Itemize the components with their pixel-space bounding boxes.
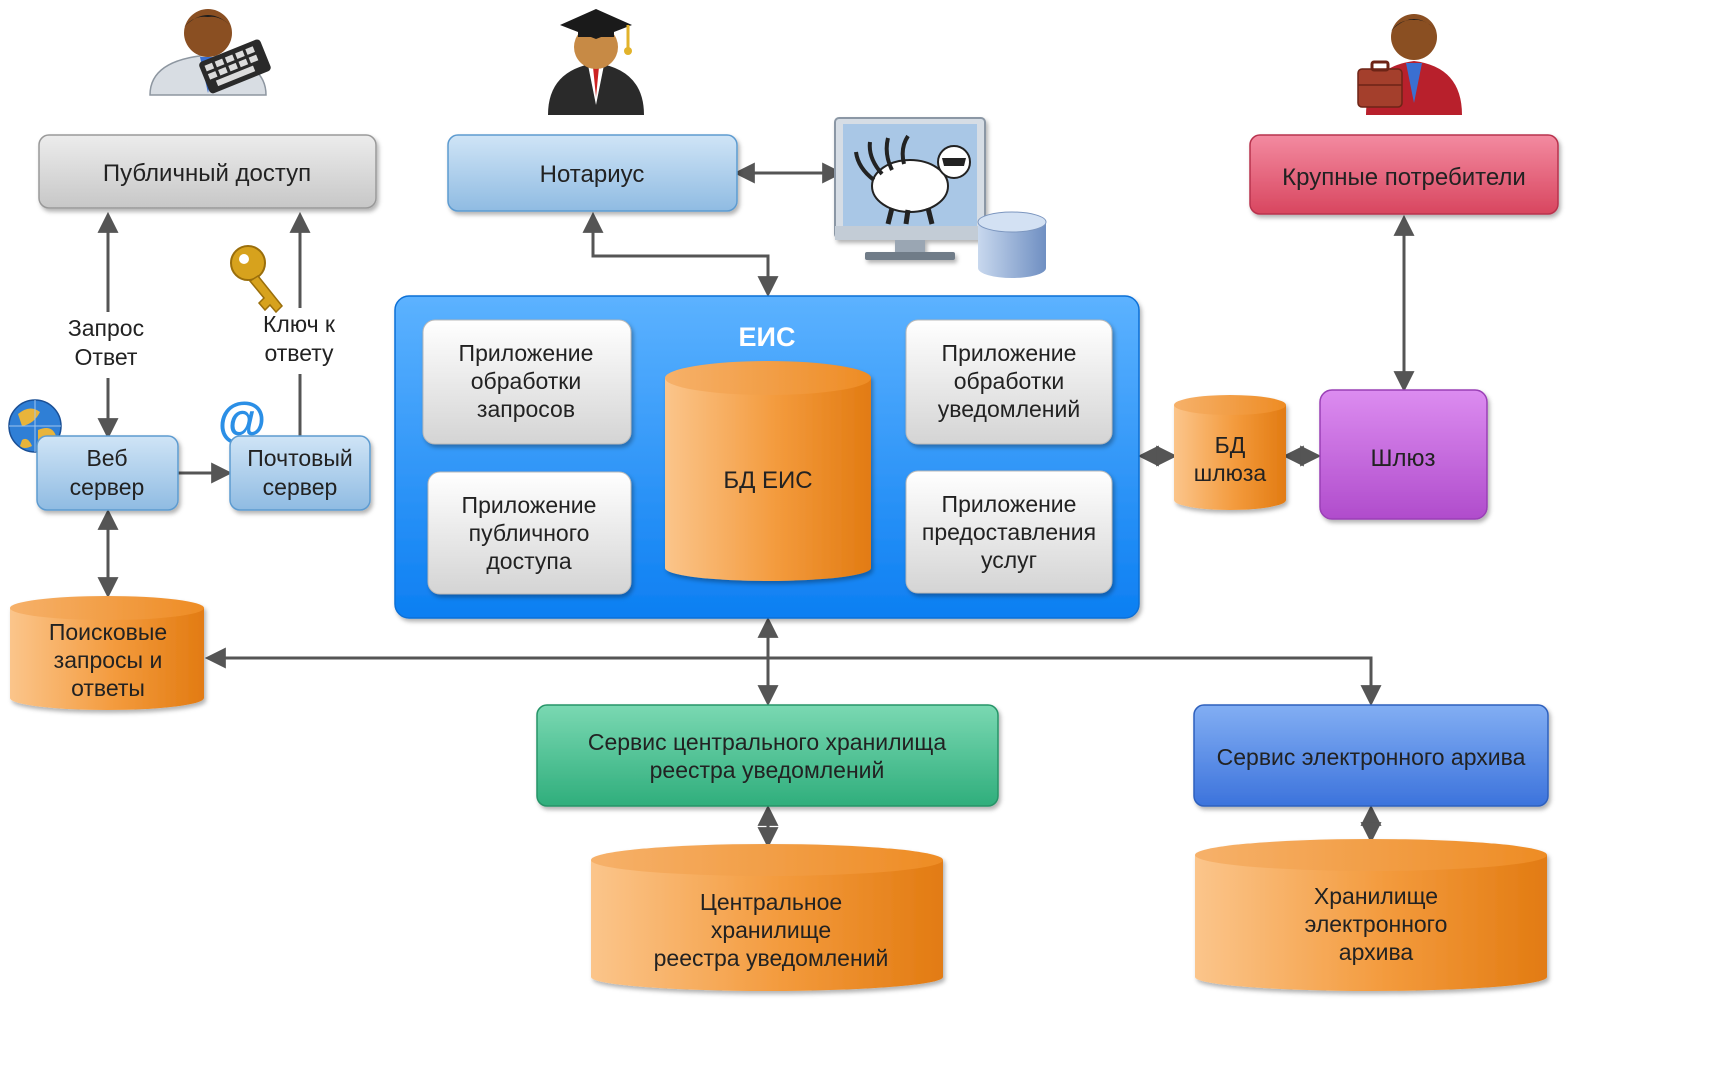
eis-db-label: БД ЕИС	[723, 467, 812, 494]
central-storage-line3: реестра уведомлений	[654, 945, 889, 971]
gateway-box: Шлюз	[1319, 389, 1488, 520]
search-db-line2: запросы и	[54, 647, 163, 673]
search-db-line3: ответы	[71, 675, 145, 701]
public-access-box: Публичный доступ	[38, 134, 377, 209]
archive-storage-line1: Хранилище	[1314, 883, 1438, 909]
public-access-label: Публичный доступ	[103, 160, 311, 187]
app-notifications-line1: Приложение	[942, 340, 1077, 366]
app-services-line1: Приложение	[942, 491, 1077, 517]
app-services-box: Приложение предоставления услуг	[905, 470, 1113, 594]
app-requests-line3: запросов	[477, 396, 575, 422]
gateway-db-line1: БД	[1215, 432, 1246, 458]
request-label-bg	[58, 312, 158, 378]
key-icon	[230, 245, 284, 314]
app-requests-line2: обработки	[471, 368, 581, 394]
mail-server-box: Почтовый сервер	[229, 435, 371, 511]
key-label-line1: Ключ к	[263, 311, 336, 337]
web-server-line1: Веб	[86, 445, 127, 471]
central-storage-line1: Центральное	[700, 889, 842, 915]
gateway-label: Шлюз	[1370, 445, 1435, 472]
central-storage-cylinder	[591, 844, 943, 991]
notary-user-icon	[548, 9, 644, 115]
search-db-cylinder	[10, 596, 204, 710]
app-services-line2: предоставления	[922, 519, 1096, 545]
web-server-line2: сервер	[70, 474, 145, 500]
request-label-line1: Запрос	[68, 315, 144, 341]
web-server-box: Веб сервер	[36, 435, 179, 511]
eis-title: ЕИС	[739, 322, 796, 352]
archive-storage-line2: электронного	[1305, 911, 1448, 937]
app-requests-box: Приложение обработки запросов	[422, 319, 632, 445]
key-label-line2: ответу	[264, 340, 334, 366]
raccoon-icon	[854, 134, 971, 225]
app-requests-line1: Приложение	[459, 340, 594, 366]
app-services-line3: услуг	[981, 547, 1037, 573]
gateway-db-line2: шлюза	[1194, 460, 1267, 486]
gateway-db-cylinder	[1174, 395, 1286, 510]
operator-user-icon	[149, 9, 271, 96]
large-consumers-box: Крупные потребители	[1249, 134, 1559, 215]
app-notifications-line3: уведомлений	[938, 396, 1080, 422]
business-user-icon	[1357, 14, 1462, 115]
archive-service-label: Сервис электронного архива	[1217, 744, 1526, 770]
app-public-box: Приложение публичного доступа	[427, 471, 632, 595]
eis-db-cylinder	[665, 361, 871, 581]
central-storage-line2: хранилище	[711, 917, 831, 943]
central-service-line1: Сервис центрального хранилища	[588, 729, 946, 755]
app-public-line2: публичного	[469, 520, 590, 546]
arrow-notary-eis	[582, 211, 779, 298]
archive-storage-cylinder	[1195, 839, 1547, 991]
request-label-line2: Ответ	[75, 344, 138, 370]
archive-service-box: Сервис электронного архива	[1193, 704, 1549, 807]
central-service-line2: реестра уведомлений	[650, 757, 885, 783]
large-consumers-label: Крупные потребители	[1282, 164, 1526, 191]
app-notifications-line2: обработки	[954, 368, 1064, 394]
arrow-bus-archive	[768, 656, 1382, 707]
notary-box: Нотариус	[447, 134, 738, 212]
app-public-line3: доступа	[486, 548, 571, 574]
app-notifications-box: Приложение обработки уведомлений	[905, 319, 1113, 445]
key-label-bg	[252, 308, 350, 374]
mail-server-line1: Почтовый	[247, 445, 352, 471]
search-db-line1: Поисковые	[49, 619, 167, 645]
central-service-box: Сервис центрального хранилища реестра ув…	[536, 704, 999, 807]
mail-server-line2: сервер	[263, 474, 338, 500]
archive-storage-line3: архива	[1339, 939, 1414, 965]
notary-label: Нотариус	[540, 161, 645, 188]
connectors	[97, 162, 1415, 849]
database-small-icon	[977, 211, 1047, 278]
app-public-line1: Приложение	[462, 492, 597, 518]
